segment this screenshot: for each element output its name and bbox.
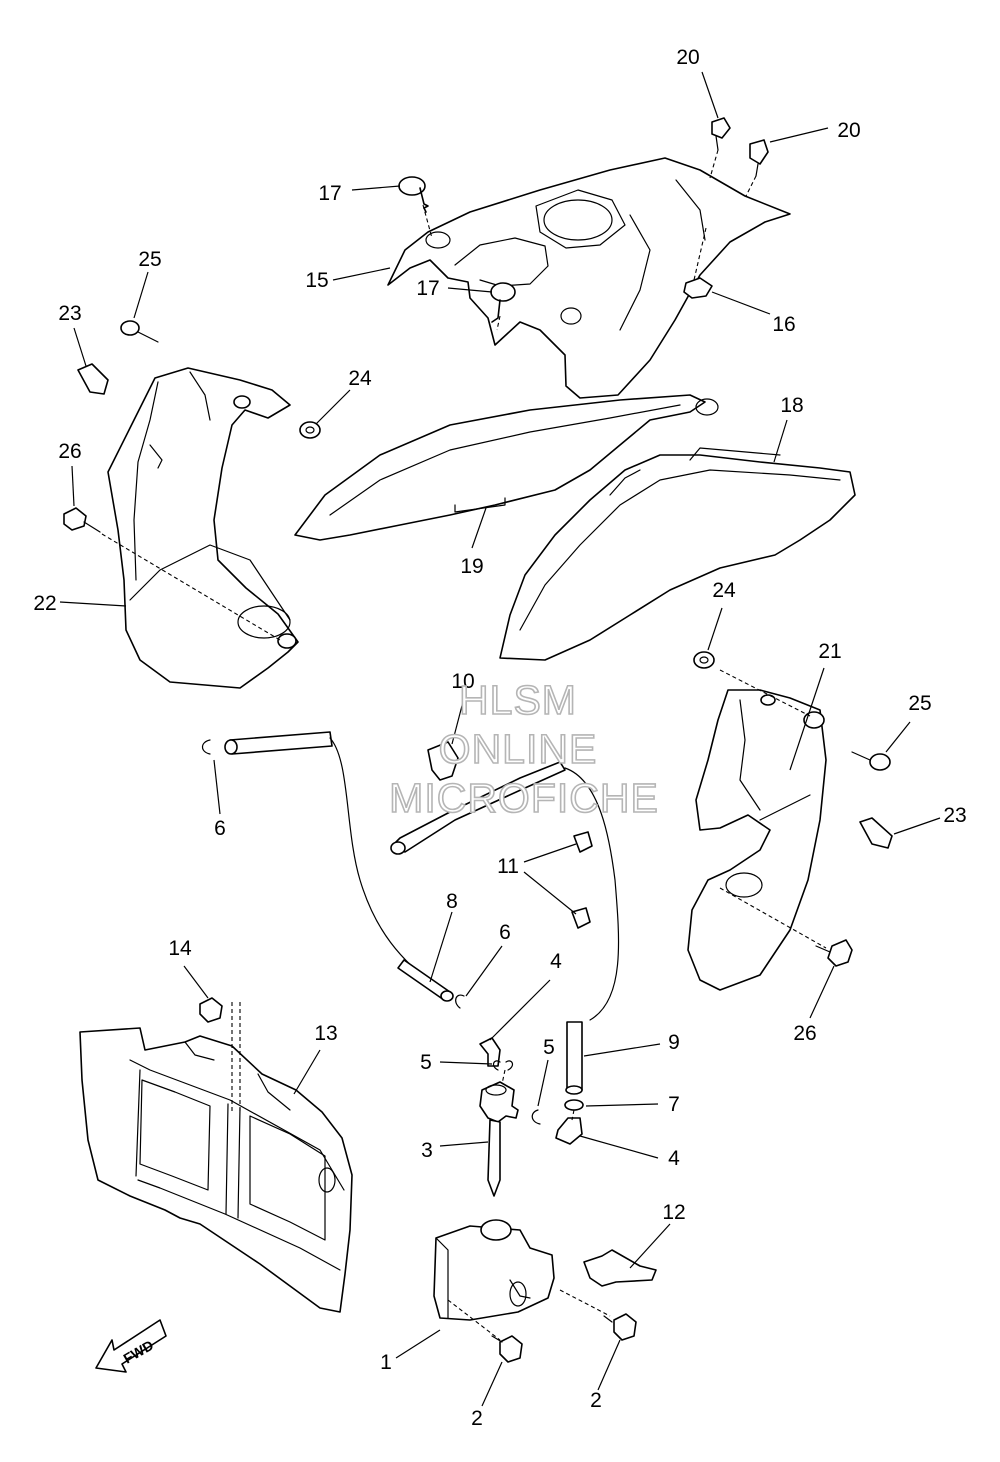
part-23-nut-a [77,363,109,395]
part-15-tank-cover [387,157,791,399]
callout-24-upper: 24 [348,367,372,390]
part-26-bolt-b [815,939,853,967]
callout-9: 9 [668,1031,680,1054]
callout-1: 1 [380,1351,392,1374]
callout-10: 10 [451,670,474,693]
callout-13: 13 [314,1022,337,1045]
callout-25-left: 25 [138,248,161,271]
watermark-line-1: HLSM [459,677,577,723]
callout-15: 15 [305,269,328,292]
callout-5-right: 5 [543,1036,555,1059]
part-6-clamp-b [455,994,465,1009]
callout-3: 3 [421,1139,433,1162]
part-24-collar-b [693,651,715,669]
callout-6-center: 6 [499,921,511,944]
callout-20-top: 20 [676,46,699,69]
callout-6-left: 6 [214,817,226,840]
callout-numbers: 20 20 17 15 17 16 25 23 24 26 22 18 19 2… [33,46,966,1430]
part-10-clamp [427,741,459,781]
part-3-fuel-cock [479,1081,519,1197]
callout-16: 16 [772,313,795,336]
callout-17-upper: 17 [318,182,341,205]
part-23-nut-b [859,817,893,849]
fwd-arrow-icon: FWD [95,1319,167,1373]
callout-24-lower: 24 [712,579,736,602]
part-20-rivet-a [711,117,731,151]
part-12-bracket [583,1249,657,1287]
part-13-radiator-guard [79,1027,353,1313]
callout-2-left: 2 [471,1407,483,1430]
part-5-clamp-a [492,1060,514,1071]
leader-lines [59,71,941,1407]
part-7-clamp [564,1099,584,1111]
part-4-elbow-a [479,1037,501,1067]
part-8-hose [224,731,454,1002]
part-24-collar-a [299,421,321,439]
part-16-grommet [683,277,713,299]
callout-19: 19 [460,555,483,578]
callout-2-right: 2 [590,1389,602,1412]
part-2-bolt-a [491,1335,523,1363]
part-25-screw-a [120,320,159,343]
part-14-bolt [199,997,223,1023]
callout-4-lower: 4 [668,1147,680,1170]
part-5-clamp-b [531,1109,541,1125]
callout-20-right: 20 [837,119,860,142]
part-19-graphic [294,394,719,541]
part-9-hose [564,767,620,1095]
callout-8: 8 [446,890,458,913]
part-4-elbow-b [555,1117,583,1145]
alignment-lines [101,149,827,1341]
part-25-screw-b [851,751,891,771]
callout-18: 18 [780,394,803,417]
part-26-bolt-a [63,507,101,533]
callout-7: 7 [668,1093,680,1116]
part-21-right-shroud [687,689,827,991]
callout-12: 12 [662,1201,685,1224]
callout-5-left: 5 [420,1051,432,1074]
part-1-reservoir-tank [433,1219,555,1321]
part-2-bolt-b [603,1313,637,1341]
callout-22: 22 [33,592,56,615]
part-18-side-cover [499,447,856,661]
part-20-rivet-b [749,139,769,177]
watermark: HLSM ONLINE MICROFICHE [388,676,659,822]
callout-23-left: 23 [58,302,81,325]
part-22-left-shroud [107,367,299,689]
part-6-clamp-a [201,739,211,755]
callout-21: 21 [818,640,841,663]
callout-25-right: 25 [908,692,931,715]
watermark-line-2: ONLINE [439,726,598,772]
part-10-hose [390,761,566,855]
callout-26-right: 26 [793,1022,816,1045]
callout-4-upper: 4 [550,950,562,973]
part-11-clamps [571,831,593,929]
callout-23-right: 23 [943,804,966,827]
callout-26-left: 26 [58,440,81,463]
callout-11: 11 [497,855,519,878]
callout-14: 14 [168,937,192,960]
watermark-line-3: MICROFICHE [389,775,659,821]
callout-17-lower: 17 [416,277,439,300]
